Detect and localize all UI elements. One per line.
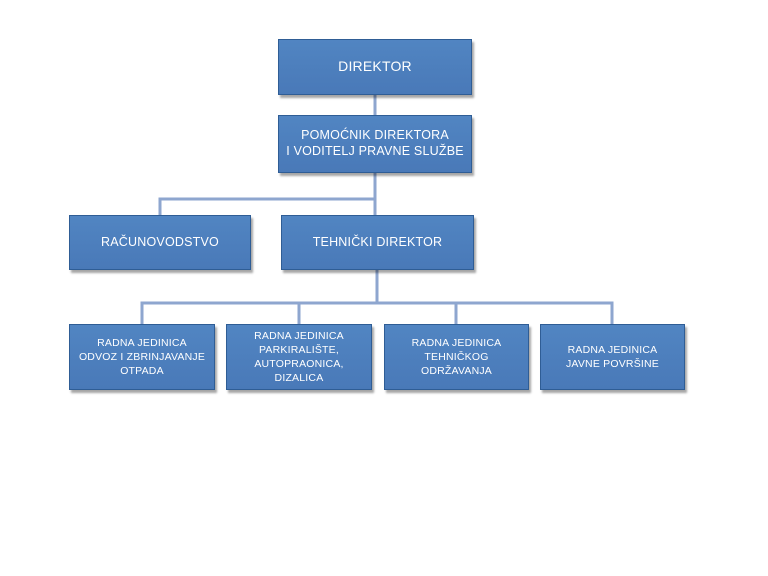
node-unit-parking-label: RADNA JEDINICA PARKIRALIŠTE, AUTOPRAONIC… (254, 329, 344, 385)
node-unit-waste-label: RADNA JEDINICA ODVOZ I ZBRINJAVANJE OTPA… (78, 336, 206, 378)
node-accounting-label: RAČUNOVODSTVO (101, 234, 219, 249)
node-director: DIREKTOR (278, 39, 472, 95)
node-unit-waste: RADNA JEDINICA ODVOZ I ZBRINJAVANJE OTPA… (69, 324, 215, 390)
node-technical-director-label: TEHNIČKI DIREKTOR (312, 234, 443, 249)
node-unit-public-areas-label: RADNA JEDINICA JAVNE POVRŠINE (565, 343, 660, 370)
node-unit-maintenance: RADNA JEDINICA TEHNIČKOG ODRŽAVANJA (384, 324, 529, 390)
node-unit-maintenance-label: RADNA JEDINICA TEHNIČKOG ODRŽAVANJA (411, 336, 502, 378)
node-accounting: RAČUNOVODSTVO (69, 215, 251, 270)
node-assistant-director-label: POMOĆNIK DIREKTORA I VODITELJ PRAVNE SLU… (286, 128, 464, 158)
node-assistant-director: POMOĆNIK DIREKTORA I VODITELJ PRAVNE SLU… (278, 115, 472, 173)
node-director-label: DIREKTOR (338, 58, 412, 75)
node-technical-director: TEHNIČKI DIREKTOR (281, 215, 474, 270)
node-unit-public-areas: RADNA JEDINICA JAVNE POVRŠINE (540, 324, 685, 390)
node-unit-parking: RADNA JEDINICA PARKIRALIŠTE, AUTOPRAONIC… (226, 324, 372, 390)
